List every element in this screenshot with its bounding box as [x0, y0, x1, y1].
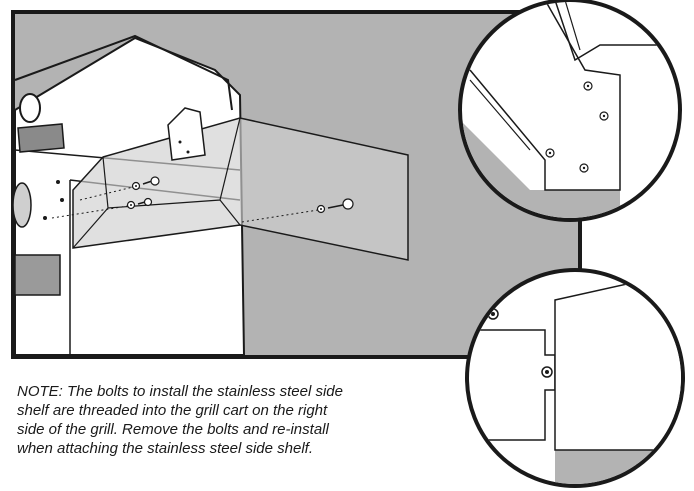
note-text: NOTE: The bolts to install the stainless… [17, 382, 437, 458]
handle [17, 123, 65, 153]
alignment-line [79, 186, 134, 201]
bolt-icon [327, 198, 354, 210]
detail-bottom-shelf [554, 272, 681, 451]
detail-view-bottom [465, 268, 685, 488]
cart-hole [56, 180, 60, 184]
shelf-bracket [167, 107, 206, 161]
burner-knob [12, 182, 32, 228]
washer-icon [131, 181, 141, 191]
knob [19, 93, 41, 123]
bolt-icon [599, 111, 609, 121]
detail-top-bracket [469, 79, 531, 151]
bolt-icon [579, 163, 589, 173]
detail-top-shelf-edge [554, 2, 678, 62]
bolt-icon [583, 81, 593, 91]
note-line: side of the grill. Remove the bolts and … [17, 421, 329, 438]
detail-top-grill [469, 2, 621, 191]
cart-hole [60, 198, 64, 202]
bolt-icon [541, 366, 553, 378]
detail-top-shelf-line [564, 2, 581, 51]
bracket-hole [186, 150, 190, 154]
bolt-icon [137, 197, 153, 207]
cart-drawer [14, 254, 61, 296]
washer-icon [316, 204, 326, 214]
bolt-icon [545, 148, 555, 158]
bracket-hole [178, 140, 182, 144]
note-line: NOTE: The bolts to install the stainless… [17, 383, 343, 400]
bolt-icon [142, 176, 160, 186]
side-shelf [72, 117, 409, 261]
cart-hole [43, 216, 47, 220]
note-line: when attaching the stainless steel side … [17, 440, 314, 457]
grill-lid-edge [14, 34, 233, 111]
side-shelf-fold [72, 117, 241, 249]
note-line: shelf are threaded into the grill cart o… [17, 402, 328, 419]
washer-icon [126, 200, 136, 210]
